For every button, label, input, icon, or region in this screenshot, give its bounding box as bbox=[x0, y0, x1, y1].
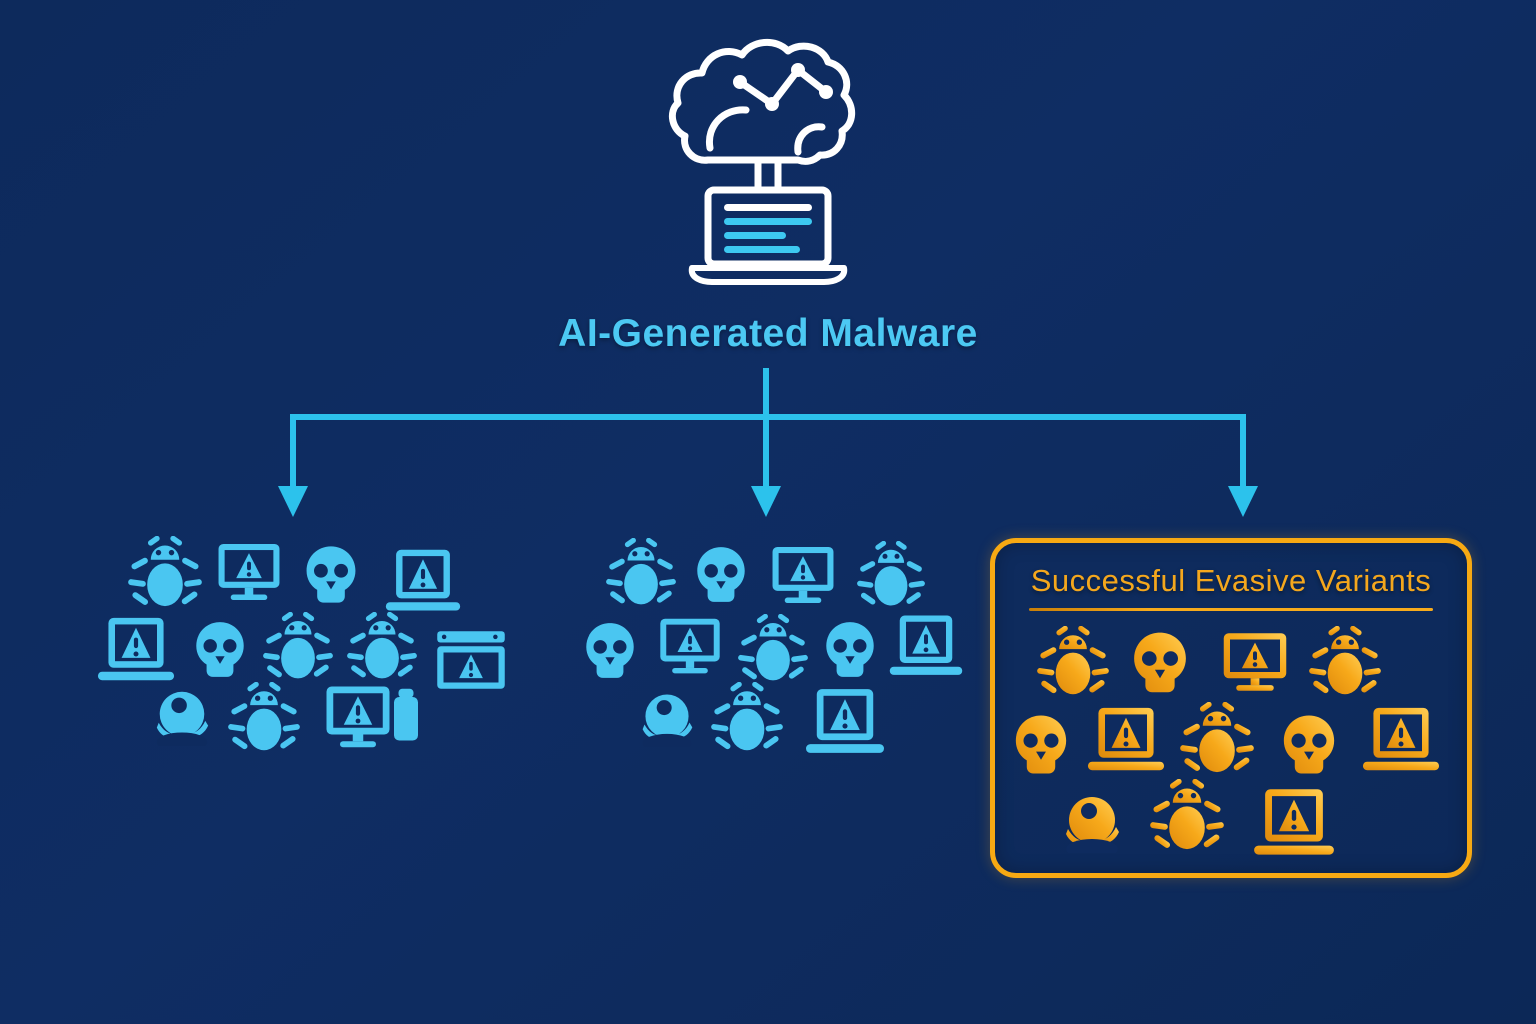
skull-icon bbox=[688, 542, 754, 608]
monitor-phone-warning-icon bbox=[325, 673, 421, 769]
skull-icon bbox=[817, 617, 883, 683]
box-title-underline bbox=[1029, 608, 1433, 611]
arrow-middle-head bbox=[751, 486, 781, 517]
bug-icon bbox=[262, 612, 334, 684]
successful-evasive-variants-box: Successful Evasive Variants bbox=[990, 538, 1472, 878]
ghost-icon bbox=[637, 687, 697, 747]
laptop-warning-icon bbox=[886, 608, 966, 688]
arrow-left-head bbox=[278, 486, 308, 517]
arrow-right-head bbox=[1228, 486, 1258, 517]
bug-icon bbox=[710, 682, 784, 756]
ghost-icon bbox=[151, 684, 213, 746]
monitor-warning-icon bbox=[652, 608, 728, 684]
browser-warning-icon bbox=[431, 620, 511, 700]
stem-line bbox=[763, 368, 769, 416]
box-title: Successful Evasive Variants bbox=[1030, 563, 1432, 598]
brain-nodes bbox=[733, 63, 833, 111]
bug-icon bbox=[227, 682, 301, 756]
bug-icon bbox=[605, 538, 677, 610]
skull-icon bbox=[187, 617, 253, 683]
arrow-right-line bbox=[1240, 414, 1246, 488]
laptop-warning-icon bbox=[382, 542, 464, 624]
bug-icon bbox=[346, 612, 418, 684]
skull-icon bbox=[577, 618, 643, 684]
arrow-middle-line bbox=[763, 414, 769, 488]
bug-icon bbox=[127, 536, 203, 612]
main-title: AI-Generated Malware bbox=[558, 312, 978, 355]
skull-icon bbox=[297, 541, 365, 609]
arrow-left-line bbox=[290, 414, 296, 488]
laptop-warning-icon bbox=[94, 610, 178, 694]
monitor-warning-icon bbox=[210, 533, 288, 611]
laptop-warning-icon bbox=[802, 681, 888, 767]
brain-icon bbox=[668, 39, 856, 194]
laptop-icon bbox=[688, 186, 848, 285]
bug-icon bbox=[856, 541, 926, 611]
monitor-warning-icon bbox=[764, 536, 842, 614]
ai-brain-laptop-icon bbox=[648, 28, 888, 286]
bug-icon bbox=[737, 614, 809, 686]
